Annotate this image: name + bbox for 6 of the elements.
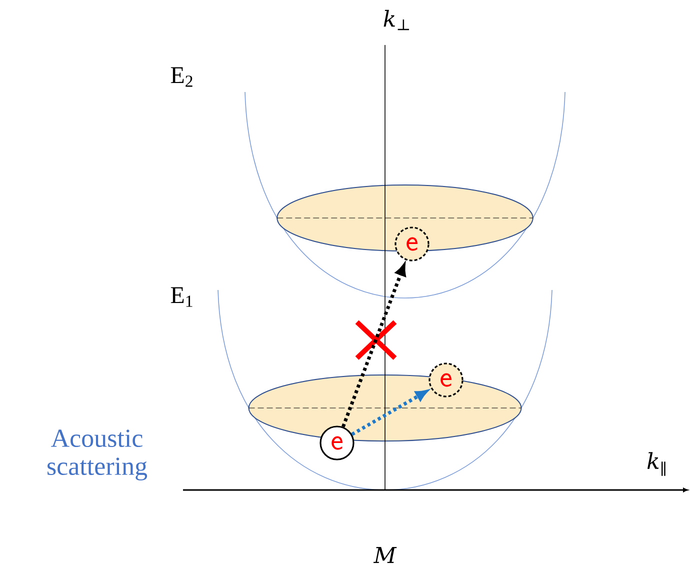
axis-label: k$_{⊥}$ [384,10,410,30]
level-label: E$_{1}$ [170,287,192,307]
level-label: E$_{2}$ [170,67,192,87]
origin-label: M [373,546,397,564]
scattering-label: Acoustic scattering [48,430,148,480]
axis-label: k$_{∥}$ [647,452,666,476]
